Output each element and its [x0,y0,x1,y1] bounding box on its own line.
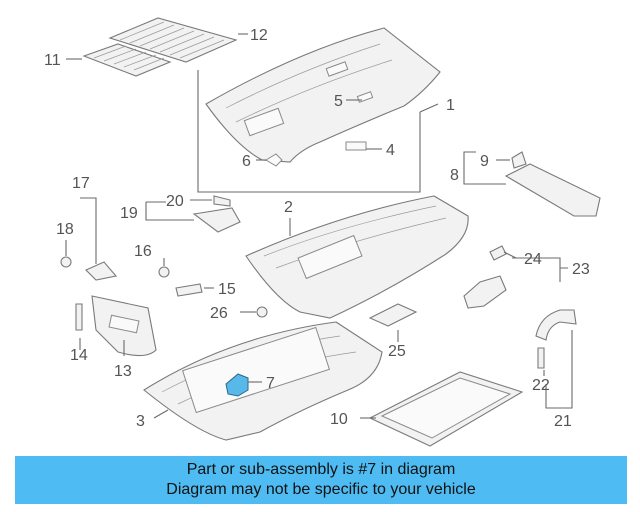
callout-6: 6 [242,153,251,170]
part-22-screw [537,347,545,369]
callout-25: 25 [388,343,406,360]
part-17-hook [85,261,118,281]
headliner-panel-2-group [245,195,469,319]
callout-5: 5 [334,93,343,110]
part-25-panel [368,303,418,327]
part-24-clip [489,245,507,261]
callout-19: 19 [120,205,138,222]
callout-3: 3 [136,413,145,430]
part-16-screw [158,266,170,278]
part-26-screw [256,306,268,318]
part-4-shape [345,141,367,151]
part-18-clip [60,256,72,268]
headliner-parts-diagram: 1 2 3 4 5 6 7 8 9 10 11 12 13 14 15 16 1… [44,17,601,447]
callout-20: 20 [166,193,184,210]
callout-17: 17 [72,175,90,192]
part-19-bracket [192,207,241,233]
callout-13: 13 [114,363,132,380]
callout-22: 22 [532,377,550,394]
banner-line-2: Diagram may not be specific to your vehi… [166,481,476,498]
callout-24: 24 [524,251,542,268]
part-7-highlighted [225,373,249,397]
grab-handle-21 [535,309,577,341]
callout-10: 10 [330,411,348,428]
part-6-clip [265,153,283,167]
part-9-bracket [511,151,527,169]
part-15-clip [175,283,203,297]
assembly-1-group [197,27,441,193]
headliner-panel-1 [205,27,441,163]
headliner-panel-3-group [143,321,383,441]
callout-14: 14 [70,347,88,364]
callout-4: 4 [386,142,395,159]
callout-12: 12 [250,27,268,44]
callout-18: 18 [56,221,74,238]
callout-21: 21 [554,413,572,430]
part-14-screw [75,303,83,331]
callout-26: 26 [210,305,228,322]
info-banner: Part or sub-assembly is #7 in diagram Di… [15,456,627,504]
callout-23: 23 [572,261,590,278]
banner-line-1: Part or sub-assembly is #7 in diagram [186,461,456,478]
callout-1: 1 [446,97,455,114]
callout-15: 15 [218,281,236,298]
rail-part-8 [504,163,601,217]
callout-8: 8 [450,167,459,184]
callout-2: 2 [284,199,293,216]
callout-11: 11 [44,52,61,69]
callout-7: 7 [266,375,275,392]
sunshade-panels [82,17,238,77]
sunshade-panel-12 [108,17,238,63]
callout-16: 16 [134,243,152,260]
sunshade-panel-11 [82,43,172,77]
callout-9: 9 [480,153,489,170]
part-23-bracket [463,275,507,309]
part-20-lamp [213,195,231,207]
